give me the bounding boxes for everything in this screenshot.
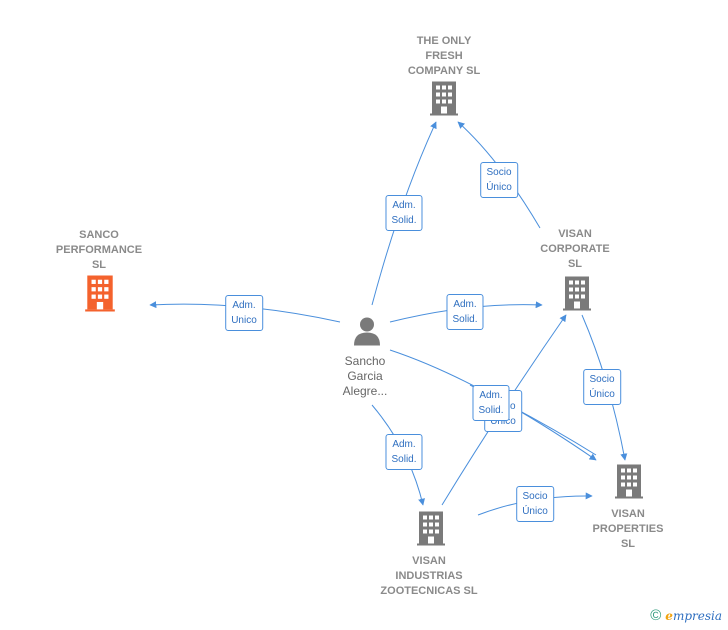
edge-label-socio-unico[interactable]: Socio Único <box>583 369 621 405</box>
node-label-the-only-fresh[interactable]: THE ONLY FRESH COMPANY SL <box>407 35 481 77</box>
edge-label-adm-unico[interactable]: Adm. Unico <box>225 295 263 331</box>
edge-label-adm-solid[interactable]: Adm. Solid. <box>385 195 423 231</box>
person-icon[interactable] <box>352 316 382 351</box>
node-label-visan-industrias[interactable]: VISAN INDUSTRIAS ZOOTECNICAS SL <box>380 555 478 597</box>
edge-label-adm-solid[interactable]: Adm. Solid. <box>472 385 510 421</box>
building-icon[interactable] <box>563 276 591 316</box>
building-icon[interactable] <box>430 81 458 121</box>
node-label-sanco[interactable]: SANCO PERFORMANCE SL <box>55 229 143 271</box>
building-icon[interactable] <box>615 464 643 504</box>
edge-label-adm-solid[interactable]: Adm. Solid. <box>385 434 423 470</box>
building-icon[interactable] <box>417 511 445 551</box>
node-label-visan-corporate[interactable]: VISAN CORPORATE SL <box>540 228 610 270</box>
edge-label-adm-solid[interactable]: Adm. Solid. <box>446 294 484 330</box>
node-label-sancho[interactable]: Sancho Garcia Alegre... <box>342 354 388 398</box>
copyright-icon: © <box>650 607 662 624</box>
edge-label-socio-unico[interactable]: Socio Único <box>480 162 518 198</box>
brand-logo: empresia <box>665 608 722 623</box>
footer-brand: © empresia <box>650 607 722 624</box>
building-icon[interactable] <box>84 275 116 317</box>
node-label-visan-properties[interactable]: VISAN PROPERTIES SL <box>592 508 664 550</box>
edge-label-socio-unico[interactable]: Socio Único <box>516 486 554 522</box>
